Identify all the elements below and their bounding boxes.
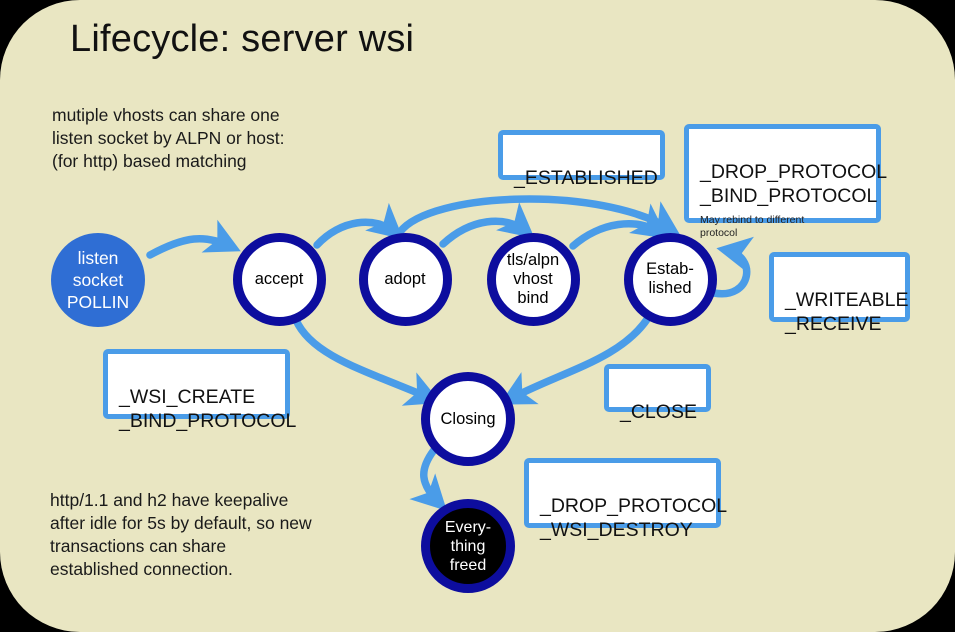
note-vhosts: mutiple vhosts can share one listen sock… [52, 105, 285, 171]
label-close[interactable]: _CLOSE [604, 364, 711, 423]
label-drop-protocol-wsi-destroy[interactable]: _DROP_PROTOCOL _WSI_DESTROY [524, 458, 727, 541]
page-title: Lifecycle: server wsi [70, 18, 415, 60]
label-drop-bind-protocol-subnote: May rebind to different protocol [700, 214, 805, 239]
label-drop-bind-protocol-text: _DROP_PROTOCOL _BIND_PROTOCOL [700, 161, 888, 207]
edge-established-self-loop [710, 236, 754, 298]
label-drop-bind-protocol[interactable]: _DROP_PROTOCOL _BIND_PROTOCOL May rebind… [684, 124, 887, 239]
label-wsi-create-bind-protocol-text: _WSI_CREATE _BIND_PROTOCOL [119, 386, 297, 432]
edge-established-to-closing [499, 314, 652, 405]
label-established[interactable]: _ESTABLISHED [498, 130, 665, 189]
node-adopt[interactable]: adopt [358, 232, 452, 326]
edge-adopt-to-tlsalpn [439, 202, 535, 248]
label-established-text: _ESTABLISHED [514, 167, 658, 189]
node-tls-alpn-vhost-bind[interactable]: tls/alpn vhost bind [486, 232, 580, 326]
node-everything-freed[interactable]: Every- thing freed [421, 499, 515, 593]
label-wsi-create-bind-protocol[interactable]: _WSI_CREATE _BIND_PROTOCOL [103, 349, 296, 432]
node-accept[interactable]: accept [232, 232, 326, 326]
label-writeable-receive-text: _WRITEABLE _RECEIVE [785, 289, 909, 335]
edge-listen-to-accept [146, 219, 241, 259]
edge-adopt-to-established [396, 195, 681, 236]
label-drop-protocol-wsi-destroy-text: _DROP_PROTOCOL _WSI_DESTROY [540, 495, 728, 541]
edge-closing-to-freed [409, 446, 447, 511]
edge-accept-to-closing [292, 316, 441, 406]
node-closing[interactable]: Closing [421, 372, 515, 466]
node-listen-socket[interactable]: listen socket POLLIN [51, 233, 145, 327]
note-keepalive: http/1.1 and h2 have keepalive after idl… [50, 490, 312, 579]
label-writeable-receive[interactable]: _WRITEABLE _RECEIVE [769, 252, 910, 335]
label-close-text: _CLOSE [620, 401, 697, 423]
node-established[interactable]: Estab- lished [623, 232, 717, 326]
edge-accept-to-adopt [313, 202, 404, 249]
